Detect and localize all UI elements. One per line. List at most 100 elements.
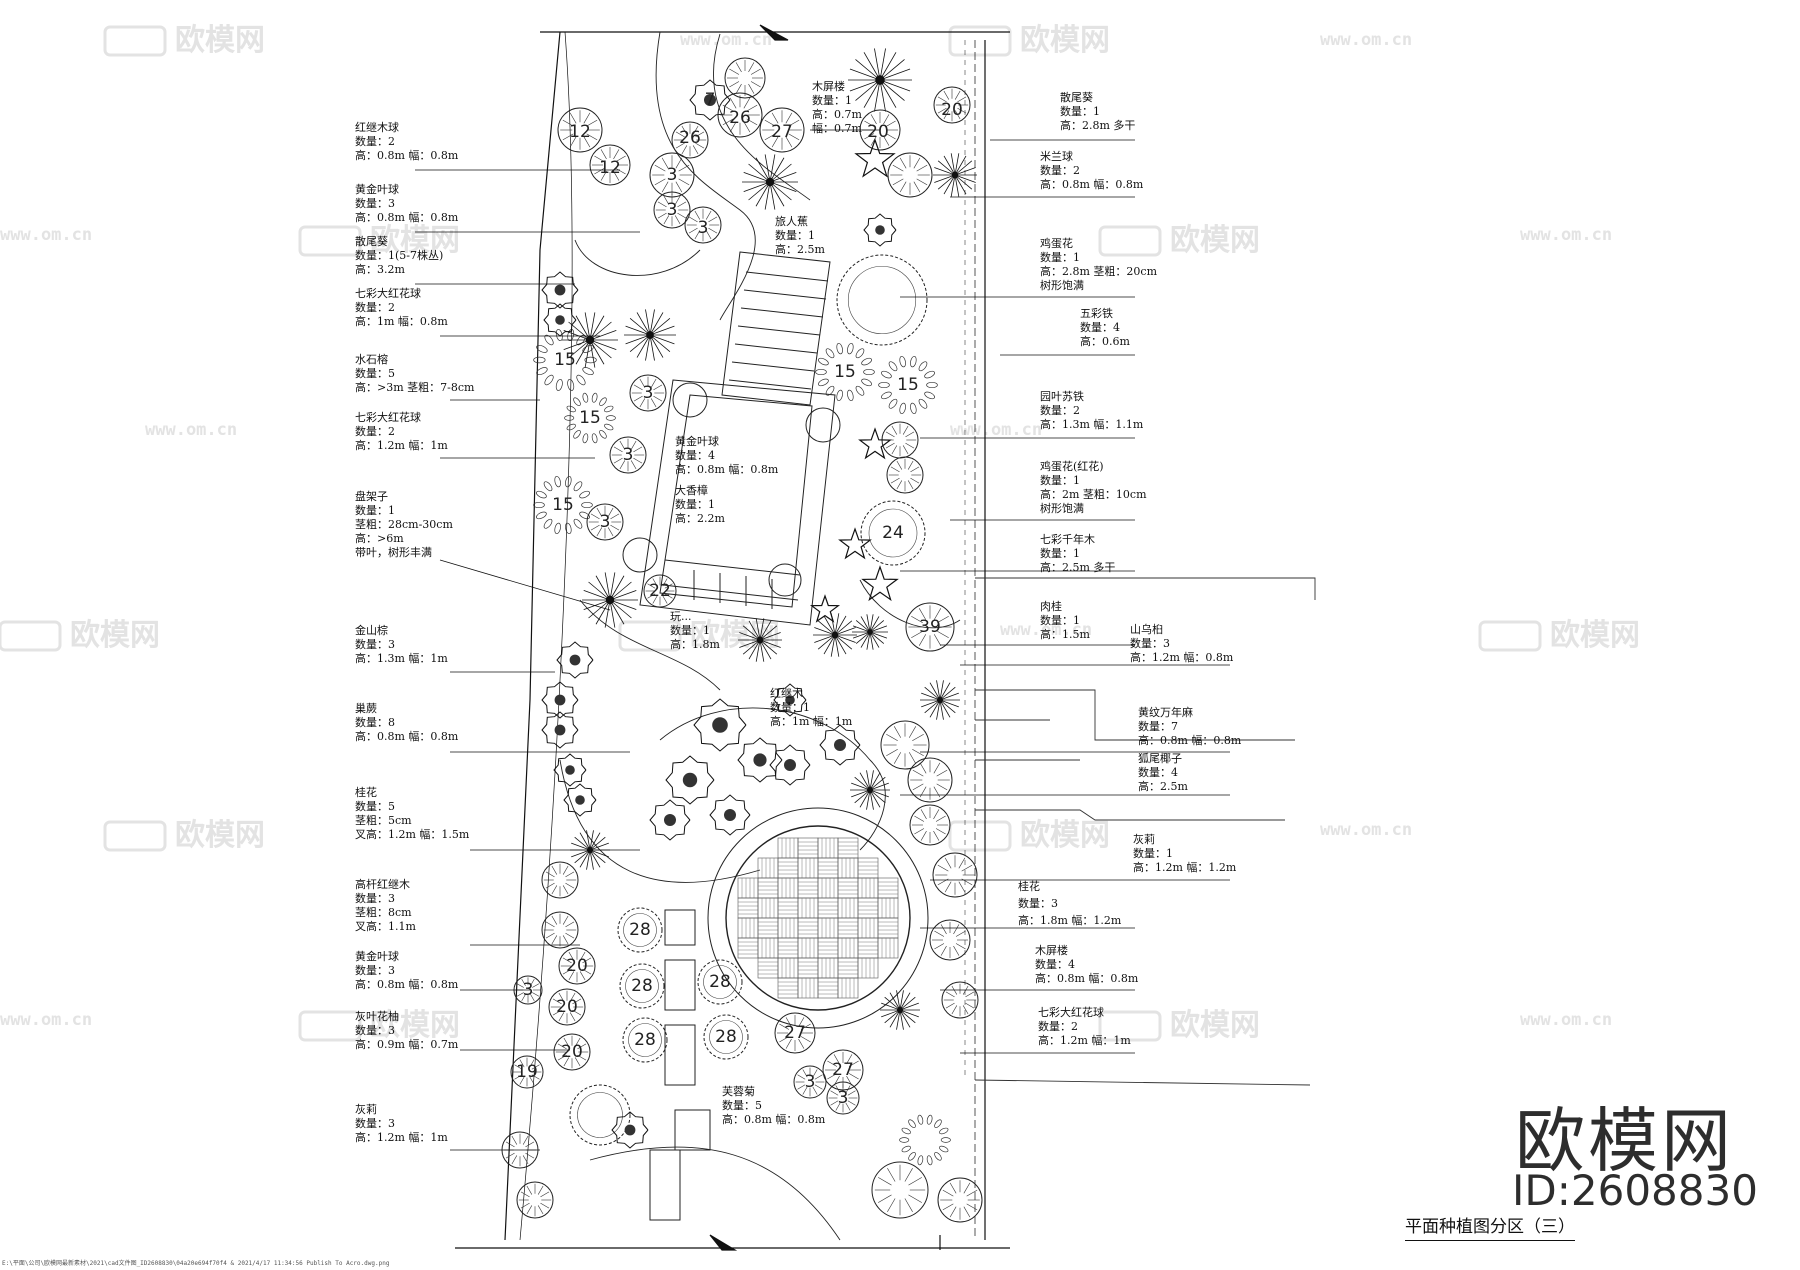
plant-spec: 带叶，树形丰满 <box>355 545 432 559</box>
plaza-tile <box>757 957 779 979</box>
plaza-tile <box>777 937 799 959</box>
plant-name: 芙蓉菊 <box>722 1084 755 1098</box>
plant-spec: 数量：1 <box>1040 251 1080 264</box>
plant-spec: 树形饱满 <box>1040 278 1084 292</box>
plant-name: 五彩铁 <box>1080 307 1113 320</box>
plant-tree-icon <box>653 191 691 229</box>
plant-spec: 数量：1 <box>670 624 710 637</box>
plaza-tile <box>797 877 819 899</box>
plant-spec: 高：0.8m 幅：0.8m <box>355 729 459 743</box>
plant-number: 20 <box>941 100 963 120</box>
plaza-tile <box>877 897 899 919</box>
plant-tree-icon <box>629 374 667 412</box>
plant-spec: 高：2.8m 多干 <box>1060 118 1135 132</box>
plant-shrub-icon <box>541 711 579 749</box>
plant-number: 28 <box>634 1030 656 1050</box>
plant-spec: 高：1.2m 幅：0.8m <box>1130 650 1234 664</box>
plant-name: 狐尾椰子 <box>1138 751 1182 765</box>
plant-number: 3 <box>623 445 634 465</box>
plant-number: 28 <box>715 1027 737 1047</box>
plant-name: 山乌桕 <box>1130 622 1163 636</box>
plaza-tile <box>797 977 819 999</box>
plant-ornate-icon <box>703 1014 749 1060</box>
plaza-tile <box>797 957 819 979</box>
watermark-text: 欧模网 <box>1020 818 1110 853</box>
plant-spec: 数量：1 <box>770 701 810 714</box>
plant-tree-icon <box>553 1033 591 1071</box>
plant-number: 39 <box>919 617 941 637</box>
plant-spec: 高：1.8m 幅：1.2m <box>1018 913 1122 927</box>
plant-spec: 数量：5 <box>355 367 395 380</box>
plant-tree-icon <box>586 503 624 541</box>
plant-shrub-icon <box>737 737 783 783</box>
plant-spec: 数量：3 <box>355 1117 395 1130</box>
plant-spec: 数量：2 <box>355 135 395 148</box>
plant-shrub-icon <box>769 744 811 786</box>
watermark-url: www.om.cn <box>1320 820 1412 840</box>
plant-spec: 数量：5 <box>722 1099 762 1112</box>
plant-spec: 高：0.8m 幅：0.8m <box>722 1112 826 1126</box>
file-path-footer: E:\平面\公司\欧模网最新素材\2021\cad文件图_ID2608830\0… <box>2 1260 390 1267</box>
plant-number: 7 <box>705 90 716 110</box>
plant-number: 12 <box>569 122 591 142</box>
watermark-text: 欧模网 <box>70 618 160 653</box>
plant-spec: 数量：1 <box>812 94 852 107</box>
plant-tree-icon <box>886 456 924 494</box>
plant-spec: 高：>3m 茎粗：7-8cm <box>355 380 475 394</box>
plant-star-icon <box>809 594 841 623</box>
plant-palm-icon <box>850 770 890 810</box>
plant-tree-icon <box>826 1081 860 1115</box>
plant-ornate-icon <box>619 963 665 1009</box>
plant-name: 散尾葵 <box>355 234 388 248</box>
plaza-tile <box>837 957 859 979</box>
plant-spec: 高：0.8m 幅：0.8m <box>675 462 779 476</box>
plant-ornate-icon <box>622 1017 668 1063</box>
plant-tree-icon <box>643 574 677 608</box>
plant-tree-icon <box>929 919 971 961</box>
plant-number: 15 <box>579 408 601 428</box>
plant-spec: 高：0.8m 幅：0.8m <box>355 148 459 162</box>
plant-tree-icon <box>541 861 579 899</box>
plaza-tile <box>837 857 859 879</box>
plant-spec: 数量：3 <box>1018 897 1058 910</box>
watermark-logo-icon <box>618 620 682 652</box>
plant-spec: 高：1.2m 幅：1m <box>355 1130 448 1144</box>
plant-spec: 高：>6m <box>355 531 404 545</box>
plant-number: 20 <box>566 956 588 976</box>
plant-name: 桂花 <box>1018 879 1040 893</box>
brand-id: ID:2608830 <box>1512 1166 1758 1215</box>
plant-name: 玩... <box>670 610 692 623</box>
plaza-tile <box>817 897 839 919</box>
plaza-tile <box>857 857 879 879</box>
watermark-url: www.om.cn <box>1520 225 1612 245</box>
plant-name: 七彩千年木 <box>1040 532 1095 546</box>
plant-name: 黄金叶球 <box>675 434 719 448</box>
plant-tree-icon <box>937 1177 983 1223</box>
plaza-tile <box>877 877 899 899</box>
plan-title: 平面种植图分区（三） <box>1405 1212 1575 1241</box>
leader-line <box>439 559 611 611</box>
plant-star-icon <box>838 527 872 560</box>
plant-tree-icon <box>933 86 971 124</box>
plaza-tile <box>797 917 819 939</box>
plant-spec: 高：1.2m 幅：1m <box>355 438 448 452</box>
plant-number: 3 <box>523 980 534 1000</box>
plaza-tile <box>777 857 799 879</box>
plant-shrub-icon <box>541 271 579 309</box>
plant-spec: 数量：3 <box>355 892 395 905</box>
plant-palm-icon <box>582 572 638 628</box>
plaza-tile <box>857 917 879 939</box>
plant-star-icon <box>861 565 899 602</box>
plant-tree-icon <box>909 804 951 846</box>
plant-number: 27 <box>784 1023 806 1043</box>
plant-spec: 数量：7 <box>1138 720 1178 733</box>
plant-name: 米兰球 <box>1040 149 1073 163</box>
